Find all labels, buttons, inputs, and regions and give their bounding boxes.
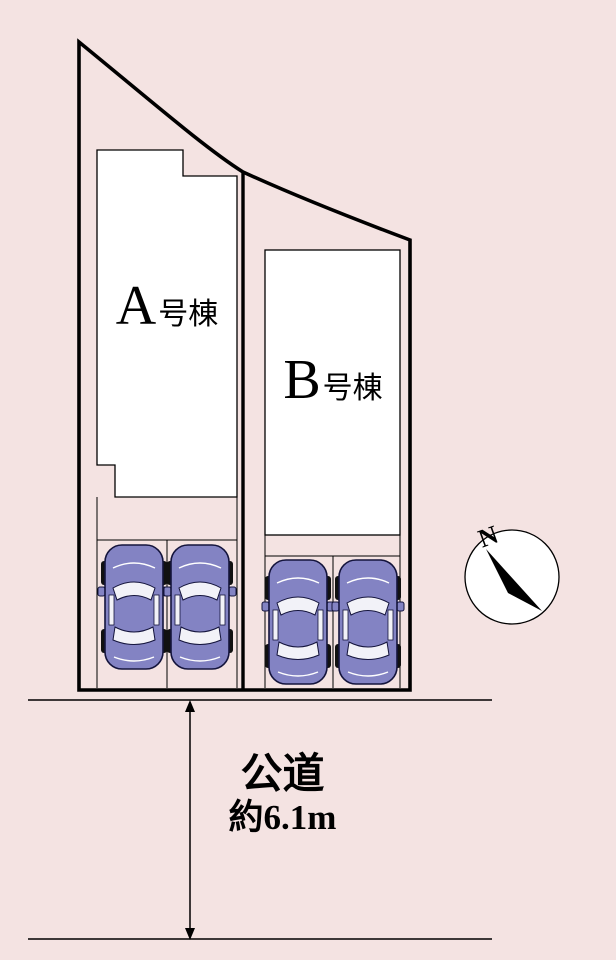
road-width-value: 約6.1m [228,798,337,838]
dimension-arrow [185,700,195,940]
building-a-label: A 号棟 [97,278,237,334]
car-icon [331,559,405,685]
compass-needle-icon [486,549,542,611]
building-b-shape [264,249,401,536]
compass-circle [464,529,560,625]
building-b-label: B 号棟 [263,352,403,408]
building-a-suffix: 号棟 [158,298,219,331]
road-name: 公道 [240,752,325,798]
parking-stalls-a [96,497,238,688]
car-icon [163,544,237,670]
building-b-suffix: 号棟 [322,372,383,405]
building-b-letter: B [283,349,321,411]
car-icon [261,559,335,685]
building-a-letter: A [115,275,157,337]
car-icon [97,544,171,670]
road-label: 公道 約6.1m [195,752,370,838]
